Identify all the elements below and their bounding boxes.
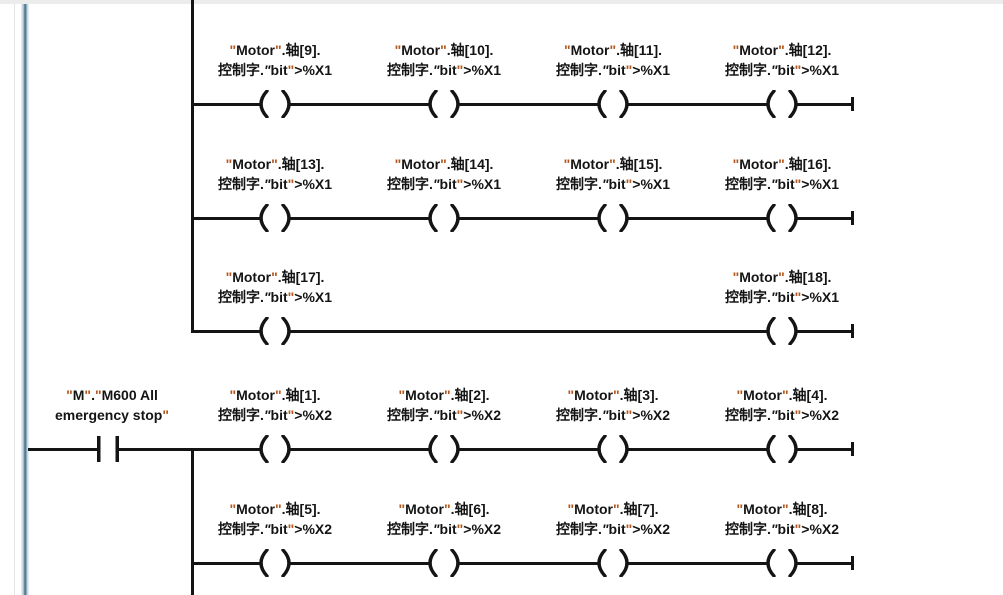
coil-symbol[interactable]	[591, 90, 635, 118]
coil-operand-label[interactable]: "Motor".轴[13]. 控制字."bit">%X1	[217, 156, 333, 192]
coil-operand-label[interactable]: "Motor".轴[1]. 控制字."bit">%X2	[217, 387, 333, 423]
coil-operand-label[interactable]: "Motor".轴[16]. 控制字."bit">%X1	[724, 156, 840, 192]
coil-symbol[interactable]	[253, 549, 297, 577]
margin-guide-line	[14, 4, 15, 595]
power-rail	[21, 4, 29, 595]
coil-symbol[interactable]	[760, 317, 804, 345]
branch-line-vertical	[191, 0, 194, 333]
branch-end-tick	[851, 211, 854, 225]
coil-operand-label[interactable]: "Motor".轴[4]. 控制字."bit">%X2	[724, 387, 840, 423]
coil-operand-label[interactable]: "Motor".轴[15]. 控制字."bit">%X1	[555, 156, 671, 192]
branch-end-tick	[851, 556, 854, 570]
branch-end-tick	[851, 442, 854, 456]
coil-operand-label[interactable]: "Motor".轴[9]. 控制字."bit">%X1	[217, 42, 333, 78]
coil-operand-label[interactable]: "Motor".轴[7]. 控制字."bit">%X2	[555, 501, 671, 537]
coil-operand-label[interactable]: "Motor".轴[8]. 控制字."bit">%X2	[724, 501, 840, 537]
coil-symbol[interactable]	[253, 90, 297, 118]
coil-operand-label[interactable]: "Motor".轴[12]. 控制字."bit">%X1	[724, 42, 840, 78]
coil-operand-label[interactable]: "Motor".轴[18]. 控制字."bit">%X1	[724, 269, 840, 305]
coil-symbol[interactable]	[591, 204, 635, 232]
wire-horizontal	[191, 217, 853, 220]
coil-symbol[interactable]	[422, 204, 466, 232]
coil-operand-label[interactable]: "Motor".轴[11]. 控制字."bit">%X1	[555, 42, 671, 78]
coil-operand-label[interactable]: "Motor".轴[17]. 控制字."bit">%X1	[217, 269, 333, 305]
coil-operand-label[interactable]: "Motor".轴[14]. 控制字."bit">%X1	[386, 156, 502, 192]
coil-symbol[interactable]	[591, 549, 635, 577]
coil-symbol[interactable]	[422, 435, 466, 463]
branch-end-tick	[851, 324, 854, 338]
coil-operand-label[interactable]: "Motor".轴[10]. 控制字."bit">%X1	[386, 42, 502, 78]
coil-operand-label[interactable]: "Motor".轴[3]. 控制字."bit">%X2	[555, 387, 671, 423]
coil-symbol[interactable]	[253, 204, 297, 232]
coil-symbol[interactable]	[422, 549, 466, 577]
coil-symbol[interactable]	[760, 549, 804, 577]
coil-symbol[interactable]	[422, 90, 466, 118]
branch-line-vertical	[191, 448, 194, 595]
wire-horizontal	[191, 330, 853, 333]
coil-symbol[interactable]	[760, 90, 804, 118]
coil-operand-label[interactable]: "Motor".轴[6]. 控制字."bit">%X2	[386, 501, 502, 537]
coil-operand-label[interactable]: "Motor".轴[5]. 控制字."bit">%X2	[217, 501, 333, 537]
wire-horizontal	[191, 562, 853, 565]
top-border	[0, 0, 1003, 4]
branch-end-tick	[851, 97, 854, 111]
contact-operand-label[interactable]: "M"."M600 All emergency stop"	[54, 387, 169, 423]
no-contact-symbol[interactable]	[93, 434, 123, 464]
wire-horizontal	[191, 103, 853, 106]
coil-symbol[interactable]	[253, 435, 297, 463]
coil-symbol[interactable]	[253, 317, 297, 345]
coil-operand-label[interactable]: "Motor".轴[2]. 控制字."bit">%X2	[386, 387, 502, 423]
coil-symbol[interactable]	[760, 435, 804, 463]
coil-symbol[interactable]	[591, 435, 635, 463]
coil-symbol[interactable]	[760, 204, 804, 232]
